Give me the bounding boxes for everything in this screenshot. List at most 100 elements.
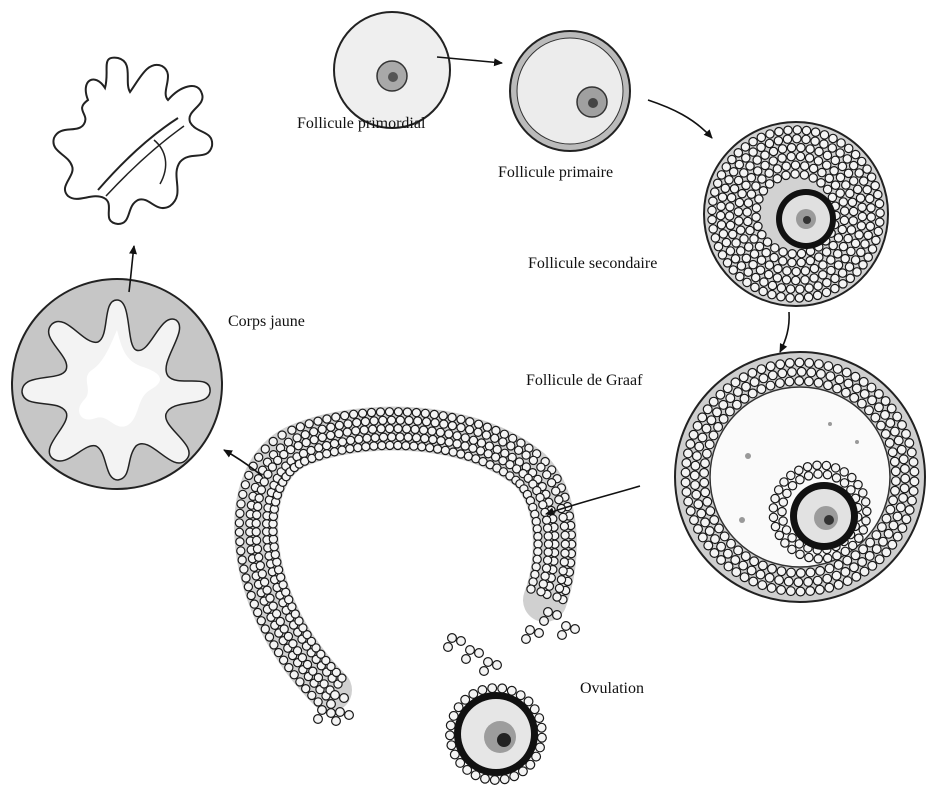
cell [453,440,461,448]
cell [544,556,552,564]
cell [822,288,830,296]
cell [847,226,855,234]
cell [483,423,491,431]
cell [377,425,385,433]
cell [352,427,360,435]
cell [336,708,345,717]
cell [560,522,568,530]
cell [257,617,265,625]
cell [491,434,499,442]
cell [824,554,832,562]
cell [544,548,552,556]
cell [910,477,919,486]
cell [898,524,907,533]
cell [775,486,783,494]
corpus-luteum [12,279,222,489]
cell [845,144,853,152]
cell [788,534,796,542]
cell [741,552,750,561]
cell [834,234,842,242]
cell [785,359,794,368]
cell [784,126,792,134]
cell [766,381,775,390]
cell [275,649,283,657]
cell [806,587,815,596]
cell [788,258,796,266]
cell [535,629,544,638]
cell [831,464,839,472]
cell [779,498,787,506]
cell [751,283,759,291]
cell [834,561,843,570]
cell [787,568,796,577]
cell [849,207,857,215]
cell [693,452,702,461]
cell [854,185,862,193]
cell [759,374,768,383]
cell [867,213,875,221]
cell [273,610,281,618]
cell [730,185,738,193]
cell [831,274,839,282]
cell [289,640,297,648]
cell [335,430,343,438]
cell [707,416,716,425]
cell [806,145,814,153]
cell [843,155,851,163]
cell [814,470,822,478]
cell [777,586,786,595]
cell [836,189,844,197]
cell [697,509,706,518]
cell [818,168,826,176]
cell [370,417,378,425]
graafian-follicle [675,352,925,602]
cell [332,413,340,421]
cell [750,250,758,258]
cell [778,369,787,378]
cell [840,216,848,224]
cell [544,524,552,532]
cell [477,439,485,447]
cell [740,394,749,403]
cell [290,671,298,679]
cell [814,378,823,387]
cell [734,176,742,184]
cell [888,448,897,457]
cell [515,446,523,454]
cell [734,388,743,397]
cell [872,236,880,244]
cell [809,174,817,182]
cell [881,397,890,406]
cell [448,413,456,421]
cell [868,245,876,253]
cell [263,586,271,594]
cell [820,131,828,139]
cell [386,425,394,433]
cell [394,425,402,433]
cell [701,488,710,497]
cell [440,420,448,428]
cell [237,500,245,508]
cell [394,441,402,449]
cell [346,445,354,453]
cell [802,135,810,143]
cell [846,274,854,282]
cell [901,474,910,483]
cell [539,501,547,509]
cell [708,216,716,224]
cell [543,471,551,479]
cell [782,171,790,179]
cell [779,257,787,265]
cell [809,164,817,172]
cell [694,525,703,534]
cell [534,540,542,548]
cell [757,143,765,151]
cell [778,508,786,516]
cell [747,566,756,575]
cell [727,539,736,548]
cell [806,257,814,265]
cell [763,238,771,246]
cell [793,126,801,134]
cell [396,416,404,424]
cell [748,389,757,398]
